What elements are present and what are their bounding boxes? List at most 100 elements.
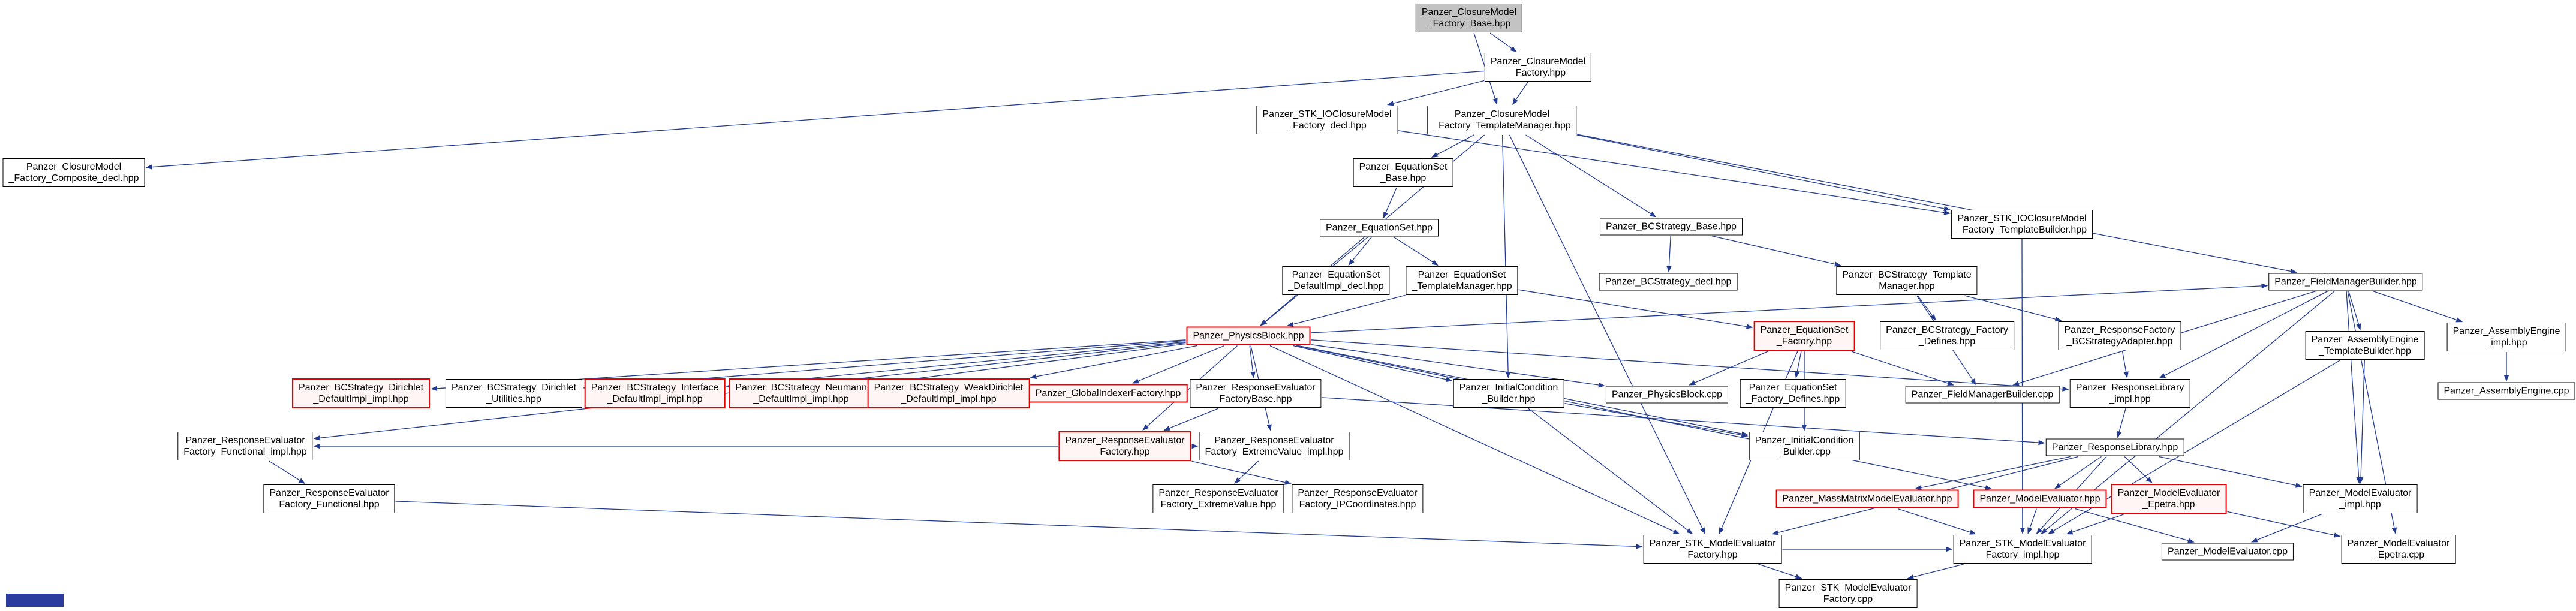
graph-edge <box>1169 408 1219 429</box>
graph-edge <box>1921 456 2071 488</box>
graph-edge <box>1393 236 1433 263</box>
graph-node-stk_io_decl[interactable]: Panzer_STK_IOClosureModel _Factory_decl.… <box>1256 106 1398 134</box>
graph-node-physics_hpp[interactable]: Panzer_PhysicsBlock.hpp <box>1186 326 1311 345</box>
graph-edge <box>880 343 1186 384</box>
graph-node-stk_mef_impl[interactable]: Panzer_STK_ModelEvaluator Factory_impl.h… <box>1953 535 2092 564</box>
graph-edge-arrowhead <box>1834 261 1841 267</box>
graph-edge <box>1311 339 2063 390</box>
graph-edge <box>1964 295 2056 320</box>
graph-node-ref_functional[interactable]: Panzer_ResponseEvaluator Factory_Functio… <box>263 484 395 513</box>
graph-edge-arrowhead <box>2356 323 2361 330</box>
graph-node-eqs[interactable]: Panzer_EquationSet.hpp <box>1320 219 1439 237</box>
graph-node-physics_cpp[interactable]: Panzer_PhysicsBlock.cpp <box>1605 386 1729 404</box>
graph-edge <box>1138 345 1225 381</box>
graph-edge <box>1191 460 1286 483</box>
graph-edge-arrowhead <box>1598 382 1605 388</box>
graph-edge-arrowhead <box>1686 528 1693 534</box>
graph-node-base[interactable]: Panzer_ClosureModel _Factory_Base.hpp <box>1415 4 1523 32</box>
graph-edge <box>269 460 300 481</box>
graph-edge-arrowhead <box>1284 480 1292 485</box>
graph-edge <box>1564 403 1742 436</box>
graph-edge-arrowhead <box>1930 314 1936 321</box>
graph-node-eqs_factory[interactable]: Panzer_EquationSet _Factory.hpp <box>1753 321 1855 351</box>
graph-edge-arrowhead <box>1689 380 1696 386</box>
graph-node-me_impl[interactable]: Panzer_ModelEvaluator _impl.hpp <box>2303 484 2418 513</box>
graph-node-stk_mef_cpp[interactable]: Panzer_STK_ModelEvaluator Factory.cpp <box>1778 579 1918 608</box>
graph-node-ic_builder_cpp[interactable]: Panzer_InitialCondition _Builder.cpp <box>1749 432 1860 460</box>
graph-node-ic_builder_hpp[interactable]: Panzer_InitialCondition _Builder.hpp <box>1453 379 1564 408</box>
graph-edge-arrowhead <box>1512 98 1518 105</box>
graph-node-factory[interactable]: Panzer_ClosureModel _Factory.hpp <box>1484 53 1592 82</box>
graph-node-global_indexer_factory[interactable]: Panzer_GlobalIndexerFactory.hpp <box>1028 384 1188 403</box>
graph-node-me_epetra_hpp[interactable]: Panzer_ModelEvaluator _Epetra.hpp <box>2111 484 2227 514</box>
graph-node-fmb_cpp[interactable]: Panzer_FieldManagerBuilder.cpp <box>1905 386 2060 404</box>
graph-node-ref_extremevalue[interactable]: Panzer_ResponseEvaluator Factory_Extreme… <box>1152 484 1284 513</box>
graph-edge <box>1269 345 1674 532</box>
graph-edge <box>1437 134 1474 155</box>
graph-node-bcs_factory_defines[interactable]: Panzer_BCStrategy_Factory _Defines.hpp <box>1880 321 2014 350</box>
graph-edge-arrowhead <box>2038 440 2045 446</box>
graph-node-eqs_base[interactable]: Panzer_EquationSet _Base.hpp <box>1353 158 1453 187</box>
graph-edge-arrowhead <box>2145 477 2153 483</box>
graph-node-bcs_interface_impl[interactable]: Panzer_BCStrategy_Interface _DefaultImpl… <box>584 378 726 408</box>
graph-node-resp_factory_adapter[interactable]: Panzer_ResponseFactory _BCStrategyAdapte… <box>2058 321 2181 350</box>
graph-node-bcs_dirichlet_impl[interactable]: Panzer_BCStrategy_Dirichlet _DefaultImpl… <box>291 378 431 408</box>
graph-edge <box>1238 460 1259 480</box>
graph-edge-arrowhead <box>1672 529 1680 534</box>
graph-edge <box>1293 345 1446 380</box>
graph-edge <box>152 70 1485 168</box>
graph-edge <box>1577 134 2291 272</box>
graph-edge <box>2256 513 2323 541</box>
graph-node-composite[interactable]: Panzer_ClosureModel _Factory_Composite_d… <box>2 158 145 187</box>
graph-node-rl_impl[interactable]: Panzer_ResponseLibrary _impl.hpp <box>2069 379 2190 408</box>
graph-edge <box>2227 511 2334 536</box>
graph-edge-arrowhead <box>1943 210 1951 215</box>
graph-edge <box>2029 508 2037 528</box>
graph-node-me_hpp[interactable]: Panzer_ModelEvaluator.hpp <box>1973 489 2107 508</box>
graph-edge <box>1518 289 1747 327</box>
graph-node-ae_tb[interactable]: Panzer_AssemblyEngine _TemplateBuilder.h… <box>2305 331 2425 360</box>
graph-node-rl_hpp[interactable]: Panzer_ResponseLibrary.hpp <box>2045 438 2184 456</box>
graph-node-eqs_default_decl[interactable]: Panzer_EquationSet _DefaultImpl_decl.hpp <box>1282 266 1390 295</box>
graph-node-massmatrix_me[interactable]: Panzer_MassMatrixModelEvaluator.hpp <box>1775 489 1959 508</box>
graph-edge-arrowhead <box>1234 477 1241 484</box>
graph-edge-arrowhead <box>298 478 306 484</box>
graph-edge <box>1711 235 1835 265</box>
graph-node-ae_impl[interactable]: Panzer_AssemblyEngine _impl.hpp <box>2446 323 2566 351</box>
graph-edge <box>2159 456 2296 486</box>
graph-edge-arrowhead <box>2295 483 2303 488</box>
graph-edge-arrowhead <box>1636 544 1643 549</box>
graph-node-bcs_tm[interactable]: Panzer_BCStrategy_Template Manager.hpp <box>1836 266 1978 295</box>
graph-node-bcs_dirichlet_util[interactable]: Panzer_BCStrategy_Dirichlet _Utilities.h… <box>445 379 583 408</box>
graph-node-bcs_base[interactable]: Panzer_BCStrategy_Base.hpp <box>1600 218 1743 236</box>
graph-edge <box>1385 187 1397 213</box>
graph-node-ref_factory[interactable]: Panzer_ResponseEvaluator Factory.hpp <box>1058 431 1191 461</box>
graph-edge-arrowhead <box>1970 378 1976 386</box>
graph-node-cm_tm[interactable]: Panzer_ClosureModel _Factory_TemplateMan… <box>1427 106 1577 134</box>
graph-node-ref_functional_impl[interactable]: Panzer_ResponseEvaluator Factory_Functio… <box>177 432 313 460</box>
graph-node-bcs_neumann_impl[interactable]: Panzer_BCStrategy_Neumann _DefaultImpl_i… <box>729 378 874 408</box>
graph-edge-arrowhead <box>1286 321 1294 327</box>
graph-node-stk_mef_hpp[interactable]: Panzer_STK_ModelEvaluator Factory.hpp <box>1643 535 1782 564</box>
graph-edge <box>1913 564 1964 577</box>
graph-node-eqs_tm[interactable]: Panzer_EquationSet _TemplateManager.hpp <box>1406 266 1518 295</box>
graph-node-stk_io_tb[interactable]: Panzer_STK_IOClosureModel _Factory_Templ… <box>1951 210 2093 239</box>
graph-node-ref_ipcoordinates[interactable]: Panzer_ResponseEvaluator Factory_IPCoord… <box>1292 484 1424 513</box>
graph-edge-arrowhead <box>1795 574 1802 579</box>
partial-ui-fragment <box>6 594 64 607</box>
graph-edge <box>1695 351 1768 383</box>
graph-node-bcs_decl[interactable]: Panzer_BCStrategy_decl.hpp <box>1599 273 1738 291</box>
graph-node-me_epetra_cpp[interactable]: Panzer_ModelEvaluator _Epetra.cpp <box>2341 535 2456 564</box>
graph-edge <box>1311 285 2262 333</box>
graph-node-fmb_hpp[interactable]: Panzer_FieldManagerBuilder.hpp <box>2268 273 2423 291</box>
graph-node-ref_extremevalue_impl[interactable]: Panzer_ResponseEvaluator Factory_Extreme… <box>1199 432 1350 460</box>
graph-node-bcs_weakdirichlet_impl[interactable]: Panzer_BCStrategy_WeakDirichlet _Default… <box>867 378 1030 408</box>
graph-node-ref_base[interactable]: Panzer_ResponseEvaluator FactoryBase.hpp <box>1190 379 1322 408</box>
graph-edge-arrowhead <box>1431 260 1439 266</box>
graph-node-ae_cpp[interactable]: Panzer_AssemblyEngine.cpp <box>2437 382 2575 400</box>
graph-node-me_cpp[interactable]: Panzer_ModelEvaluator.cpp <box>2161 543 2294 561</box>
graph-node-eqs_factory_defines[interactable]: Panzer_EquationSet _Factory_Defines.hpp <box>1740 379 1846 408</box>
graph-edge-arrowhead <box>1947 381 1954 386</box>
